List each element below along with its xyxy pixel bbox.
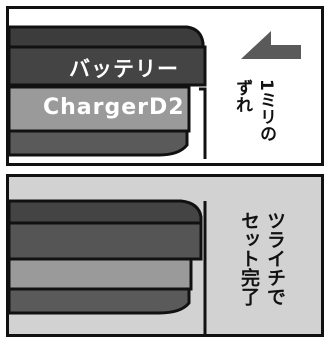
battery-charger-diagram <box>9 25 301 159</box>
caption-line-1: 1ミリの <box>256 79 276 142</box>
charger-label: ChargerD2 <box>43 95 185 120</box>
caption-line-1: ツライチで <box>264 211 286 306</box>
charger-body <box>9 85 191 133</box>
caption-line-2: セット完了 <box>238 211 260 306</box>
offset-step-icon <box>241 31 301 59</box>
divider-line <box>199 87 207 159</box>
battery-label: バッテリー <box>69 57 179 81</box>
caption-line-2: ずれ <box>232 79 252 113</box>
battery-body <box>9 221 203 261</box>
charger-body <box>9 257 193 291</box>
aligned-panel: ツライチで セット完了 <box>6 174 324 337</box>
charger-base <box>9 129 189 157</box>
battery-top-cap <box>9 199 203 227</box>
misalignment-panel: バッテリー ChargerD2 1ミリの ずれ <box>6 6 324 166</box>
battery-charger-aligned-diagram <box>9 199 207 334</box>
battery-body <box>9 45 207 87</box>
charger-base <box>9 287 191 315</box>
